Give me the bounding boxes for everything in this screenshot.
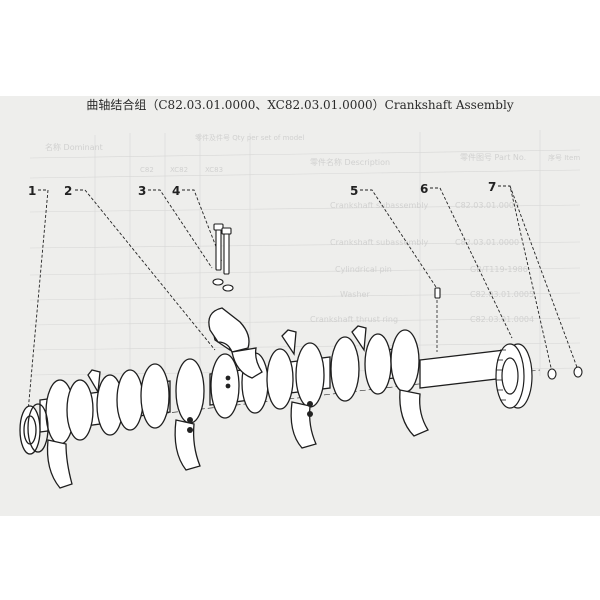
- leader-lines: [27, 185, 579, 413]
- bg-row-2-desc: Crankshaft subassembly: [330, 238, 429, 247]
- washers: [212, 278, 234, 292]
- timing-gear: [495, 343, 533, 409]
- callout-6: 6: [420, 182, 428, 196]
- callout-1: 1: [28, 184, 36, 198]
- bg-header-xc82: XC82: [170, 166, 188, 174]
- bg-row-4-desc: Washer: [340, 290, 370, 299]
- callout-3: 3: [138, 184, 146, 198]
- callout-5: 5: [350, 184, 358, 198]
- callout-2: 2: [64, 184, 72, 198]
- cylindrical-pin: [434, 287, 441, 352]
- crankshaft: [19, 317, 506, 489]
- bearing-cap: [208, 307, 263, 379]
- callout-7: 7: [488, 180, 496, 194]
- bg-header-c82: C82: [140, 166, 154, 174]
- diagram-title: 曲轴结合组（C82.03.01.0000、XC82.03.01.0000）Cra…: [86, 98, 514, 112]
- crankshaft-exploded-drawing: 名称 Dominant 零件及件号 Qty per set of model C…: [19, 130, 583, 489]
- front-end-flange: [19, 403, 49, 455]
- background-parts-table: 名称 Dominant 零件及件号 Qty per set of model C…: [29, 130, 580, 380]
- bg-row-5-partno: C82.03.01.0004: [470, 315, 534, 324]
- callout-numbers: 1 2 3 4 5 6 7: [28, 180, 496, 198]
- bg-row-1-partno: C82.03.01.0000: [455, 201, 519, 210]
- bg-header-desc: 零件名称 Description: [310, 157, 390, 167]
- bolts: [213, 223, 232, 275]
- bg-header-qty: 零件及件号 Qty per set of model: [195, 133, 304, 142]
- bg-row-1-desc: Crankshaft subassembly: [330, 201, 429, 210]
- catalog-sheet: 曲轴结合组（C82.03.01.0000、XC82.03.01.0000）Cra…: [0, 96, 600, 516]
- bg-header-xc83: XC83: [205, 166, 223, 174]
- crank-webs: [45, 329, 420, 445]
- bg-row-3-partno: GB/T119-1986: [470, 265, 528, 274]
- end-nuts: [547, 366, 583, 380]
- bg-header-item: 序号 Item: [548, 153, 580, 162]
- bg-header-name: 名称 Dominant: [45, 142, 103, 152]
- web-holes: [187, 375, 313, 433]
- bg-row-5-desc: Crankshaft thrust ring: [310, 315, 398, 324]
- callout-4: 4: [172, 184, 180, 198]
- bg-row-3-desc: Cylindrical pin: [335, 265, 392, 274]
- bg-header-partno: 零件图号 Part No.: [460, 152, 526, 162]
- bg-row-2-partno: C82.03.01.0000: [455, 238, 519, 247]
- bg-row-4-partno: C82.03.01.0005: [470, 290, 534, 299]
